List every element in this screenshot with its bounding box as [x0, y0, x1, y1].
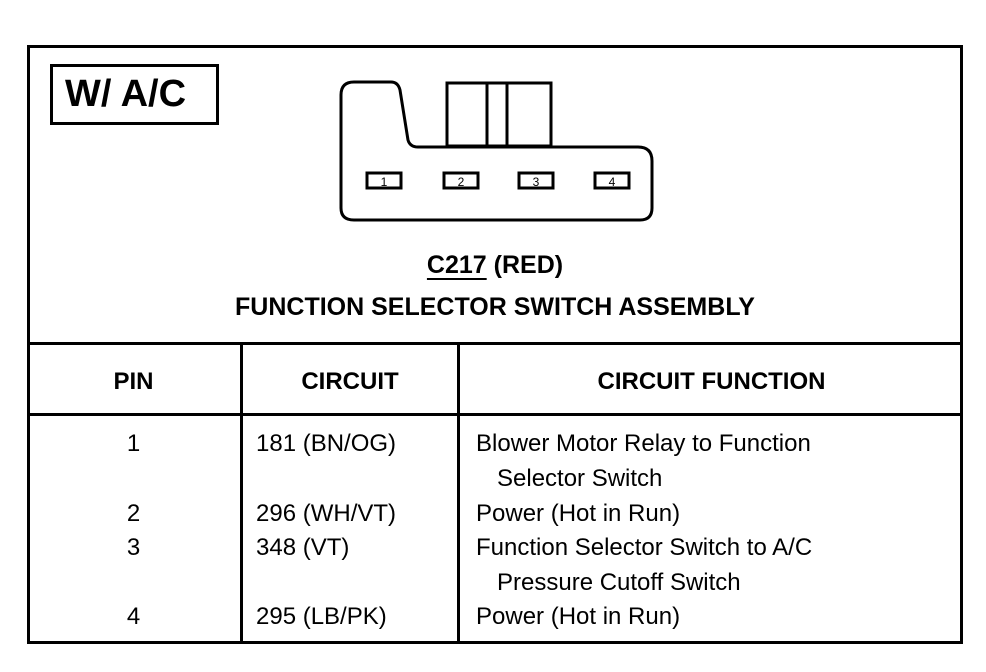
row-4-function: Power (Hot in Run) — [476, 603, 681, 630]
row-3-function-cont: Pressure Cutoff Switch — [497, 569, 741, 596]
connector-color: (RED) — [493, 251, 564, 279]
column-divider-1 — [240, 342, 243, 644]
pin-3-label: 3 — [533, 175, 540, 189]
connector-diagram: 1 2 3 4 — [339, 80, 654, 222]
pin-4-label: 4 — [609, 175, 616, 189]
row-4-pin: 4 — [126, 603, 141, 630]
row-1-pin: 1 — [126, 430, 141, 457]
row-1-function: Blower Motor Relay to Function — [476, 430, 811, 457]
header-circuit: CIRCUIT — [301, 368, 399, 395]
row-4-circuit: 295 (LB/PK) — [256, 603, 387, 630]
latch-box — [445, 81, 553, 148]
pin-1-label: 1 — [381, 175, 388, 189]
header-circuit-function: CIRCUIT FUNCTION — [597, 368, 826, 395]
pin-2-cavity: 2 — [442, 171, 480, 190]
row-3-function: Function Selector Switch to A/C — [476, 534, 813, 561]
row-1-function-cont: Selector Switch — [497, 465, 663, 492]
column-divider-2 — [457, 342, 460, 644]
connector-id: C217 — [426, 251, 487, 279]
pin-3-cavity: 3 — [517, 171, 555, 190]
row-2-function: Power (Hot in Run) — [476, 500, 681, 527]
connector-outline — [339, 80, 654, 222]
pin-2-label: 2 — [458, 175, 465, 189]
connector-caption: C217 (RED) — [27, 251, 963, 280]
assembly-title: FUNCTION SELECTOR SWITCH ASSEMBLY — [235, 293, 755, 321]
header-pin: PIN — [113, 368, 154, 395]
pin-1-cavity: 1 — [365, 171, 403, 190]
ac-badge: W/ A/C — [50, 64, 219, 125]
header-bottom-rule — [27, 413, 963, 416]
row-3-circuit: 348 (VT) — [256, 534, 350, 561]
row-2-circuit: 296 (WH/VT) — [256, 500, 397, 527]
row-2-pin: 2 — [126, 500, 141, 527]
pin-4-cavity: 4 — [593, 171, 631, 190]
row-3-pin: 3 — [126, 534, 141, 561]
row-1-circuit: 181 (BN/OG) — [256, 430, 397, 457]
table-top-rule — [27, 342, 963, 345]
